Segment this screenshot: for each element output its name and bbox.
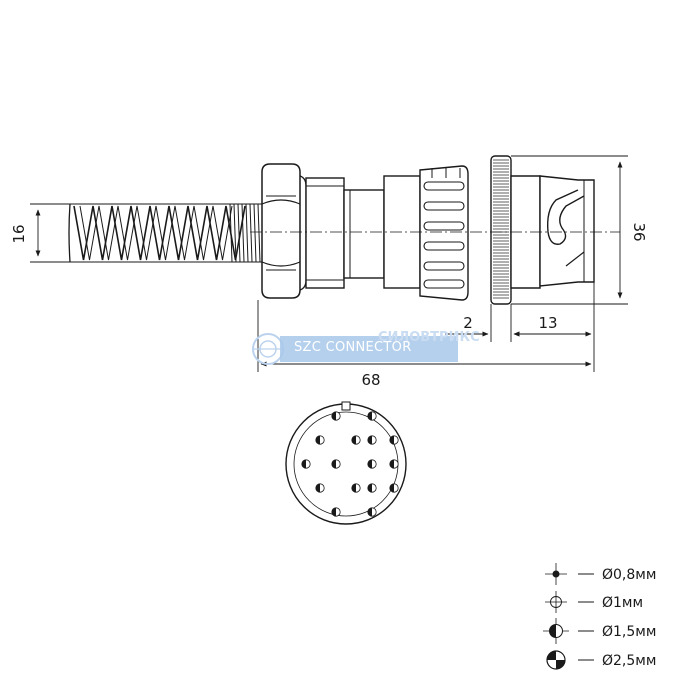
- legend-row-1: Ø0,8мм: [545, 563, 656, 585]
- pin-half-icon: [543, 618, 569, 644]
- pin-holes: [301, 411, 399, 517]
- grip-flutes: [423, 168, 465, 289]
- legend-label-3: Ø1,5мм: [602, 624, 656, 640]
- pin-hole: [351, 483, 361, 493]
- pin-hole: [331, 507, 341, 517]
- watermark-brand: СИЛОВТРИКС: [378, 330, 480, 345]
- dim-head-height: 36: [630, 222, 648, 241]
- watermark-text: SZC CONNECTOR: [294, 340, 412, 355]
- pin-hole: [367, 507, 377, 517]
- dim-overall-length: 68: [361, 371, 380, 389]
- dimension-lines: [30, 155, 628, 372]
- spring-threads: [229, 203, 261, 263]
- thread-line: [237, 203, 241, 263]
- thread-line: [253, 203, 257, 263]
- grip-flute: [423, 279, 465, 289]
- fluted-grip: [419, 165, 469, 301]
- legend: Ø0,8мм Ø1мм Ø1,5мм: [543, 563, 656, 670]
- knurl-lines: [493, 159, 509, 299]
- legend-label-4: Ø2,5мм: [602, 653, 656, 669]
- thread-line: [245, 203, 249, 263]
- thread-line: [257, 203, 261, 263]
- pin-hole: [331, 459, 341, 469]
- pin-hole: [367, 483, 377, 493]
- pin-dot-icon: [545, 563, 567, 585]
- watermark: СИЛОВТРИКС SZC CONNECTOR: [250, 327, 480, 369]
- grip-flute: [423, 201, 465, 211]
- spring-coil-path: [73, 205, 246, 261]
- grip-flute: [423, 181, 465, 191]
- legend-label-2: Ø1мм: [602, 595, 643, 611]
- pin-hole: [389, 459, 399, 469]
- dim-flange-thickness: 2: [463, 314, 473, 332]
- pin-hole: [389, 435, 399, 445]
- spring-coil-path-inner: [79, 205, 233, 261]
- legend-row-4: Ø2,5мм: [546, 650, 656, 670]
- thread-line: [249, 203, 253, 263]
- pin-hole: [315, 435, 325, 445]
- dimension-labels: 16 36 2 13 68: [10, 222, 648, 389]
- hex-nut: [261, 163, 307, 299]
- thread-line: [241, 203, 245, 263]
- legend-row-3: Ø1,5мм: [543, 618, 656, 644]
- thread-line: [229, 203, 233, 263]
- grip-flute: [423, 241, 465, 251]
- strain-relief-spring: [68, 203, 262, 263]
- pin-hole: [315, 483, 325, 493]
- thread-line: [233, 203, 237, 263]
- pin-crosshair-icon: [545, 591, 567, 613]
- pin-quarter-icon: [546, 650, 566, 670]
- legend-label-1: Ø0,8мм: [602, 567, 656, 583]
- pin-hole: [301, 459, 311, 469]
- connector-body: [305, 175, 421, 289]
- pin-hole: [367, 435, 377, 445]
- spring-coils: [73, 205, 246, 261]
- pin-face-view: [285, 401, 407, 525]
- grip-flute: [423, 221, 465, 231]
- pin-hole: [351, 435, 361, 445]
- watermark-band: [280, 336, 458, 362]
- legend-row-2: Ø1мм: [545, 591, 643, 613]
- knurled-flange: [490, 155, 512, 305]
- pin-hole: [389, 483, 399, 493]
- dim-head-length: 13: [538, 314, 557, 332]
- pin-hole: [367, 459, 377, 469]
- pin-hole: [331, 411, 341, 421]
- dim-cable-diameter: 16: [10, 224, 28, 243]
- pin-hole: [367, 411, 377, 421]
- grip-flute: [423, 261, 465, 271]
